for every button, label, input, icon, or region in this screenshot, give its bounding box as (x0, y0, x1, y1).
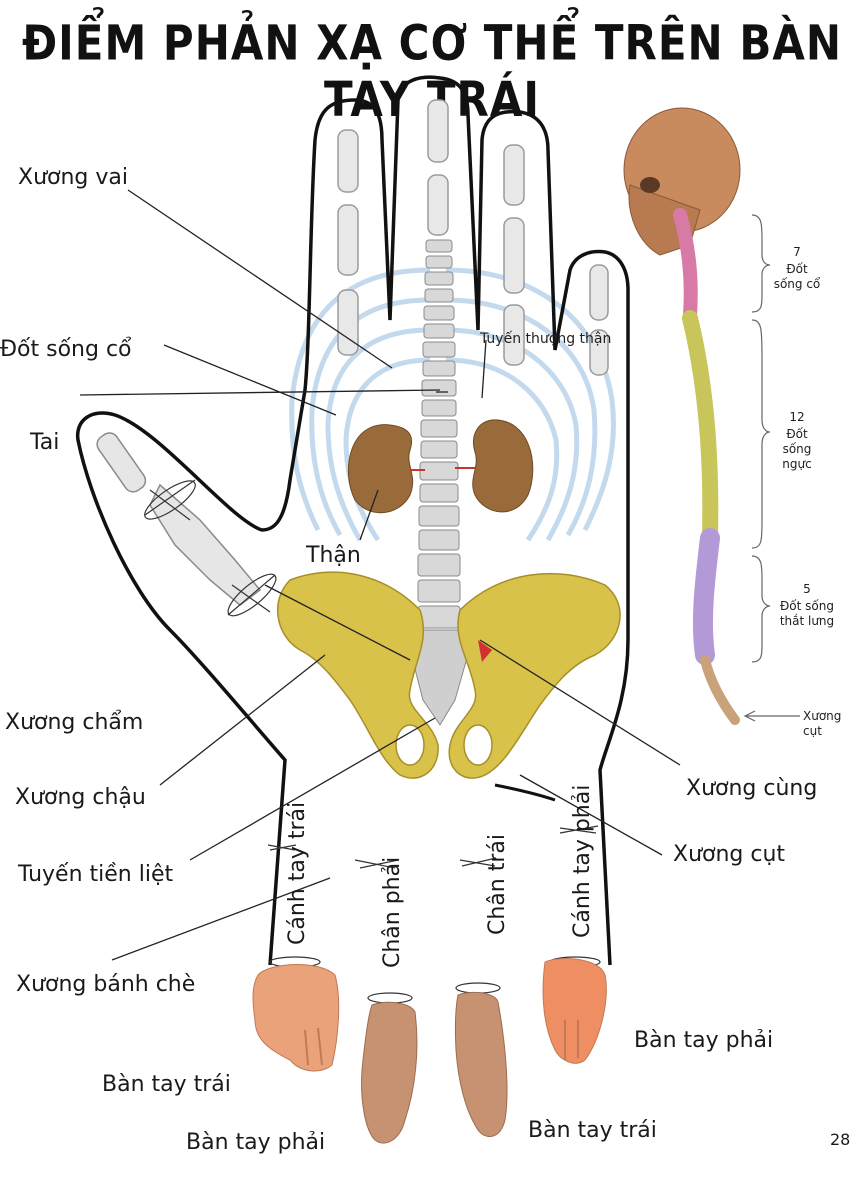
label-tai: Tai (30, 430, 60, 455)
legend-coccyx-text: Xương cụt (803, 709, 842, 738)
label-xuong-banh-che: Xương bánh chè (16, 972, 196, 997)
legend-thoracic-count: 12 (789, 410, 805, 424)
diagram-title: ĐIỂM PHẢN XẠ CƠ THỂ TRÊN BÀN TAY TRÁI (21, 14, 842, 128)
label-dot-song-co: Đốt sống cổ (0, 337, 132, 362)
kidneys (348, 419, 534, 514)
label-chan-trai: Chân trái (485, 834, 510, 935)
label-ban-tay-phai-bottom: Bàn tay phải (186, 1130, 326, 1155)
bottom-left-foot (361, 1001, 418, 1144)
pelvis (276, 571, 621, 779)
label-tuyen-tien-liet: Tuyến tiền liệt (18, 862, 174, 887)
label-xuong-chau: Xương chậu (15, 785, 146, 810)
leader-lines (79, 189, 681, 961)
legend-cervical-text: Đốt sống cổ (773, 262, 821, 291)
label-xuong-cham: Xương chẩm (5, 710, 144, 735)
bottom-left-hand (252, 964, 340, 1072)
legend-lumbar-count: 5 (803, 582, 811, 596)
label-than: Thận (306, 543, 361, 568)
page-number: 28 (830, 1130, 851, 1149)
spine-brackets (743, 214, 800, 722)
legend-cervical-count: 7 (793, 245, 801, 259)
finger-bones (337, 99, 609, 376)
hand-spine (404, 239, 476, 726)
thumb-cross-marks (144, 479, 277, 617)
label-xuong-cung: Xương cùng (686, 776, 818, 801)
bottom-right-foot (454, 991, 508, 1138)
label-xuong-cut: Xương cụt (673, 842, 786, 867)
legend-lumbar-text: Đốt sống thắt lưng (779, 599, 835, 628)
label-ban-tay-trai-left: Bàn tay trái (102, 1072, 231, 1097)
label-tuyen-thuong-than: Tuyến thượng thận (480, 331, 612, 347)
hand-outline (75, 75, 630, 966)
label-canh-tay-trai: Cánh tay trái (285, 801, 310, 945)
sacrum-red-mark (478, 640, 492, 662)
wrist-line (494, 783, 556, 802)
label-canh-tay-phai: Cánh tay phải (570, 784, 595, 938)
adrenal-vessels (410, 467, 475, 471)
label-xuong-vai: Xương vai (18, 165, 128, 190)
pelvis-detail (395, 724, 493, 766)
thumb-bones (96, 432, 262, 606)
label-ban-tay-phai-right: Bàn tay phải (634, 1028, 774, 1053)
legend-thoracic-text: Đốt sống ngực (782, 427, 812, 471)
label-ban-tay-trai-bottom: Bàn tay trái (528, 1118, 657, 1143)
label-chan-phai: Chân phải (380, 856, 405, 968)
bottom-right-hand (542, 957, 607, 1064)
side-spine (673, 208, 740, 725)
